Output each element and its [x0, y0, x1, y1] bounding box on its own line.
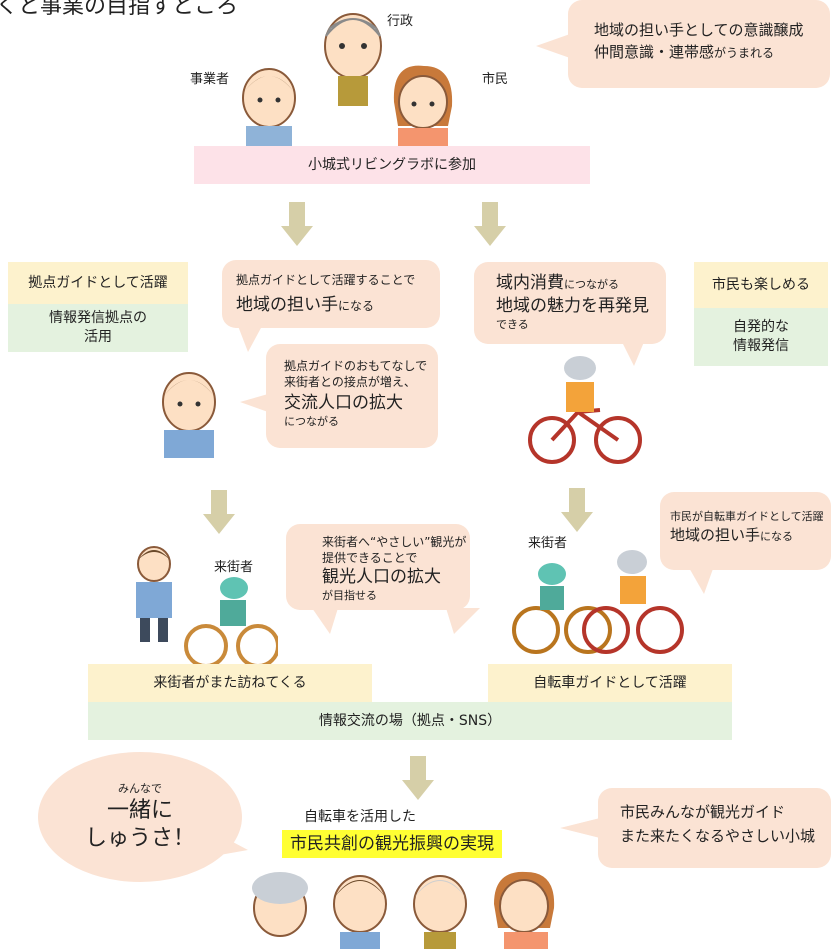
goal-highlight: 市民共創	[290, 834, 358, 854]
join-living-lab-box: 小城式リビングラボに参加	[194, 146, 590, 184]
together-line1: 一緒に	[106, 797, 173, 823]
info-base-line1: 情報発信拠点の	[49, 310, 147, 327]
base-guide-bubble-line1: 拠点ガイドとして活躍することで	[236, 273, 416, 287]
visitor-label-left: 来街者	[214, 560, 254, 575]
bike-guide-pair-illustration	[508, 546, 686, 654]
consumption-bubble: 域内消費につながる 地域の魅力を再発見 できる	[474, 262, 666, 344]
voluntary-info-line1: 自発的な	[733, 319, 789, 336]
bike-guide-line1: 市民が自転車ガイドとして活躍	[670, 510, 824, 523]
info-base-box: 情報発信拠点の 活用	[8, 304, 188, 352]
info-exchange-box: 情報交流の場（拠点・SNS）	[88, 702, 732, 740]
header-title: くと事業の目指すところ	[0, 0, 239, 19]
tourism-line2: 提供できることで	[322, 551, 418, 566]
base-guide-bubble-tail	[238, 326, 262, 352]
citizen-guide-line1: 市民みんなが観光ガイド	[620, 803, 786, 821]
tourism-bubble-tail-right	[446, 608, 480, 634]
bike-guide-bubble: 市民が自転車ガイドとして活躍 地域の担い手になる	[660, 492, 831, 570]
citizen-guide-bubble-tail	[560, 818, 600, 838]
consumption-bubble-tail	[622, 342, 644, 366]
together-speech-bubble-tail	[214, 832, 248, 856]
base-guide-box: 拠点ガイドとして活躍	[8, 262, 188, 304]
visitor-label-right: 来街者	[528, 536, 568, 551]
visitor-cyclist-left-illustration	[184, 574, 278, 664]
tourism-line3: 観光人口の拡大	[322, 567, 441, 588]
revisit-box: 来街者がまた訪ねてくる	[88, 664, 372, 702]
consumption-line2: 地域の魅力を再発見	[496, 295, 649, 316]
tourism-line4: が目指せる	[322, 589, 377, 603]
exchange-line3: 交流人口の拡大	[284, 393, 403, 414]
together-line2: しゅうさ！	[84, 826, 195, 852]
exchange-bubble-tail	[240, 394, 268, 412]
arrow-down-icon	[474, 202, 506, 246]
bottom-group-illustration	[244, 864, 564, 949]
goal-rest: の観光振興の実現	[358, 834, 494, 854]
together-speech-text: みんなで 一緒に しゅうさ！	[38, 768, 242, 868]
citizen-label: 市民	[482, 72, 509, 87]
voluntary-info-line2: 情報発信	[733, 338, 789, 354]
bike-guide-activity-box: 自転車ガイドとして活躍	[488, 664, 732, 702]
arrow-down-icon	[203, 490, 235, 534]
business-person-illustration	[238, 62, 300, 148]
together-speech-bubble	[38, 752, 242, 882]
exchange-line4: につながる	[284, 415, 339, 429]
awareness-line1: 地域の担い手としての意識醸成	[594, 21, 804, 39]
admin-person-illustration	[318, 6, 388, 106]
consumption-line1: 域内消費につながる	[496, 273, 619, 293]
exchange-line1: 拠点ガイドのおもてなしで	[284, 359, 428, 373]
awareness-bubble: 地域の担い手としての意識醸成 仲間意識・連帯感がうまれる	[568, 0, 830, 88]
business-label: 事業者	[190, 72, 230, 87]
awareness-line2: 仲間意識・連帯感がうまれる	[594, 43, 775, 62]
tourism-bubble-tail-left	[312, 608, 338, 634]
admin-label: 行政	[387, 14, 414, 29]
guide-person-illustration	[158, 366, 220, 458]
base-guide-bubble-line2: 地域の担い手になる	[236, 295, 375, 316]
awareness-bubble-tail	[536, 34, 570, 58]
base-guide-bubble: 拠点ガイドとして活躍することで 地域の担い手になる	[222, 260, 440, 328]
bike-guide-bubble-tail	[688, 566, 714, 594]
tourism-bubble: 来街者へ“やさしい”観光が 提供できることで 観光人口の拡大 が目指せる	[286, 524, 470, 610]
goal-statement: 市民共創の観光振興の実現	[282, 830, 502, 858]
guide-standing-illustration	[128, 546, 180, 642]
citizen-guide-bubble: 市民みんなが観光ガイド また来たくなるやさしい小城	[598, 788, 831, 868]
citizen-guide-line2: また来たくなるやさしい小城	[620, 827, 816, 846]
exchange-line2: 来街者との接点が増え、	[284, 375, 416, 390]
tourism-line1: 来街者へ“やさしい”観光が	[322, 535, 467, 549]
goal-prefix: 自転車を活用した	[304, 809, 416, 825]
exchange-bubble: 拠点ガイドのおもてなしで 来街者との接点が増え、 交流人口の拡大 につながる	[266, 344, 438, 448]
cyclist-illustration	[528, 352, 642, 466]
together-small: みんなで	[118, 781, 162, 795]
citizen-person-illustration	[388, 62, 458, 148]
arrow-down-icon	[402, 756, 434, 800]
voluntary-info-box: 自発的な 情報発信	[694, 308, 828, 366]
arrow-down-icon	[281, 202, 313, 246]
citizens-enjoy-box: 市民も楽しめる	[694, 262, 828, 308]
arrow-down-icon	[561, 488, 593, 532]
bike-guide-line2: 地域の担い手になる	[670, 525, 794, 544]
info-base-line2: 活用	[84, 329, 112, 345]
consumption-line3: できる	[496, 317, 529, 331]
